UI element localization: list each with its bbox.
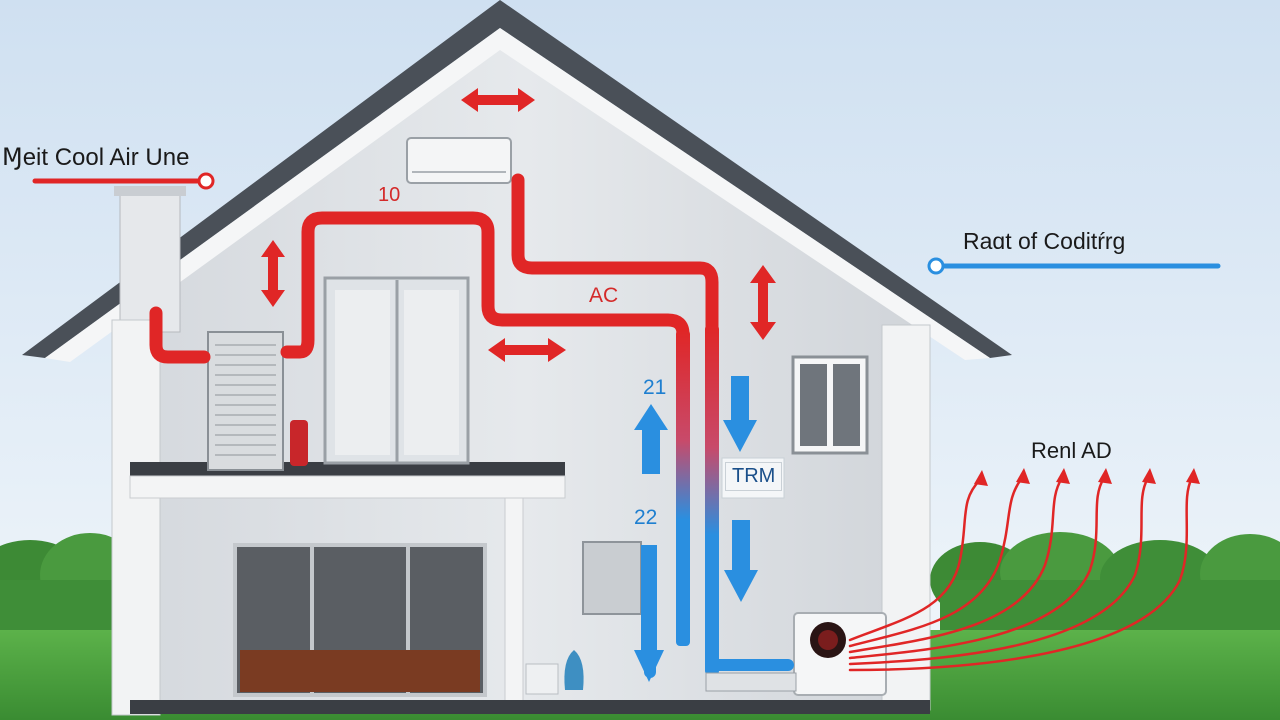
vase xyxy=(564,650,584,690)
heat-wave-icon xyxy=(848,476,1064,654)
heat-waves xyxy=(848,476,1194,672)
thermostat-tag: TRM xyxy=(725,462,783,491)
duct-label-21: 21 xyxy=(643,376,667,399)
down-arrow-icon xyxy=(724,520,758,602)
double-arrow-icon xyxy=(461,88,535,112)
air-conditioning-callout-label: Raɑt of Coditŕrg xyxy=(963,228,1126,254)
double-arrow-icon xyxy=(750,265,776,340)
house xyxy=(22,0,1012,716)
chimney xyxy=(119,191,181,333)
outdoor-condenser-lower xyxy=(793,612,887,696)
chimney-cap xyxy=(114,186,186,196)
heat-wave-arrowheads xyxy=(974,468,1200,486)
callout-line-left xyxy=(32,172,215,190)
upper-window xyxy=(323,276,470,465)
up-arrow-icon xyxy=(634,404,668,474)
heat-wave-icon xyxy=(848,478,982,642)
heat-output-label: Renl AD xyxy=(1031,438,1112,463)
warm-air-duct xyxy=(149,173,719,364)
duct-label-ac: AC xyxy=(589,284,619,307)
stool xyxy=(525,663,559,695)
heat-wave-icon xyxy=(848,476,1106,660)
duct-base xyxy=(705,672,797,692)
indoor-ac-unit xyxy=(406,137,512,184)
porch-post xyxy=(504,497,524,711)
callout-line-right xyxy=(927,257,1221,275)
supply-duct-gradient xyxy=(676,330,690,646)
wall-panel xyxy=(582,541,642,615)
left-column xyxy=(111,319,161,716)
heat-wave-icon xyxy=(848,476,1024,648)
double-arrow-icon xyxy=(488,338,566,362)
double-arrow-icon xyxy=(261,240,285,307)
small-window xyxy=(791,355,869,455)
duct-label-22: 22 xyxy=(634,506,658,529)
ground-floor-slab xyxy=(130,700,930,714)
outdoor-condenser-upper xyxy=(207,331,284,471)
return-duct-gradient xyxy=(705,325,719,675)
heat-wave-icon xyxy=(848,476,1150,666)
down-arrow-icon xyxy=(634,545,664,682)
duct-label-10: 10 xyxy=(378,184,401,206)
fire-extinguisher xyxy=(290,420,308,466)
hedge-right xyxy=(930,532,1280,640)
sliding-door xyxy=(233,543,487,697)
balcony-edge xyxy=(129,475,566,499)
heat-wave-icon xyxy=(848,476,1194,672)
cool-air-callout-label: Ɱeit Cool Air Une xyxy=(2,144,190,171)
down-arrow-icon xyxy=(723,376,757,452)
